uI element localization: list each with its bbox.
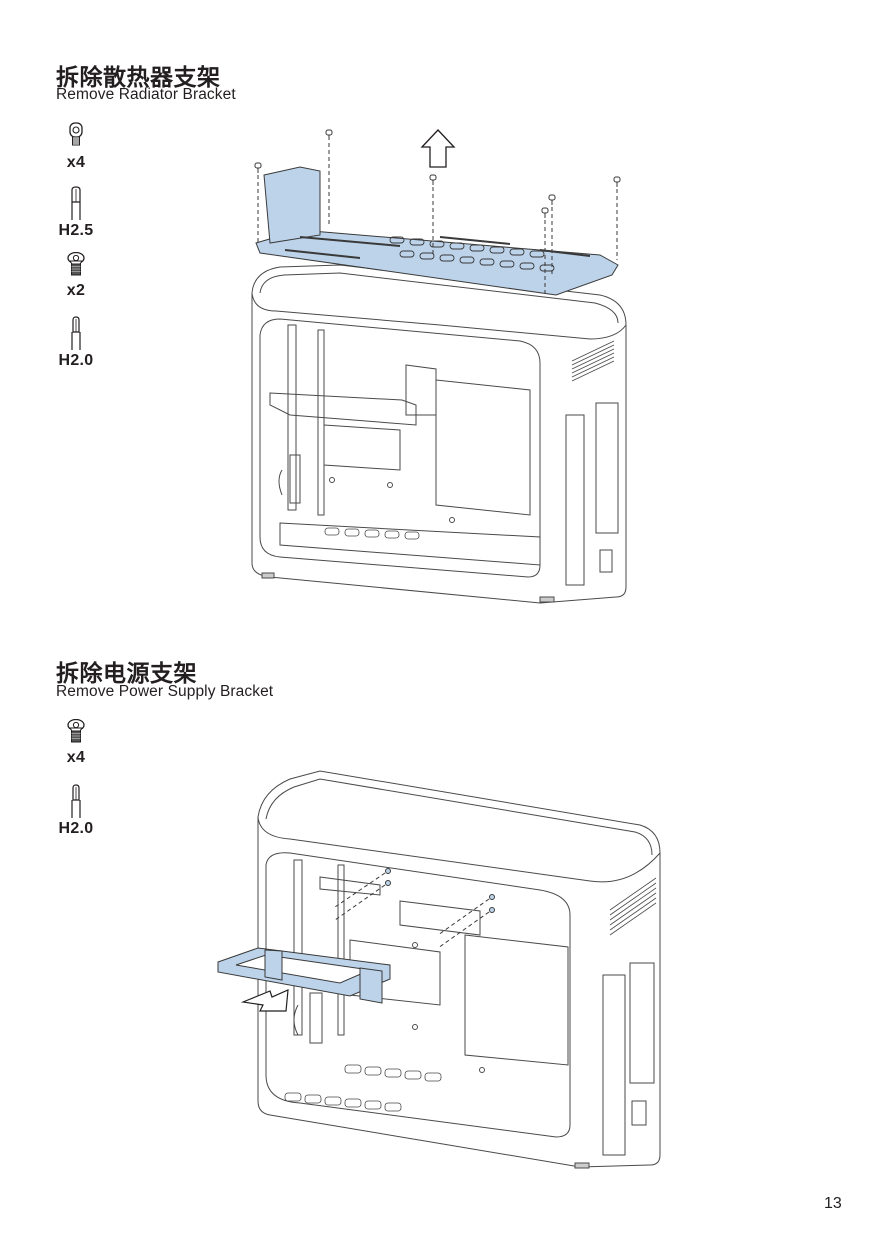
screw-icon: [437, 907, 495, 949]
screw-icon: [548, 194, 556, 275]
hex-key-icon: [71, 316, 81, 350]
tool-label: x4: [66, 154, 86, 171]
screw-icon: [334, 880, 391, 921]
side-vents: [571, 340, 615, 382]
case-top-rim: [259, 272, 619, 324]
tool-hex-key-h20-psu: H2.0: [56, 784, 96, 838]
side-panel-slot-2: [595, 402, 619, 534]
radiator-bracket: [255, 166, 619, 296]
screw-icon: [541, 207, 549, 293]
tool-label: x2: [66, 282, 86, 299]
screw-icon: [437, 894, 495, 936]
case-front-opening: [265, 852, 571, 1138]
screws: [254, 129, 621, 293]
socket-cap-screw-icon: [69, 122, 83, 146]
hex-key-icon: [71, 784, 81, 818]
tool-label: x4: [66, 749, 86, 766]
case-top-rim: [265, 778, 653, 856]
tool-screw-x4: x4: [56, 122, 96, 172]
page-number: 13: [824, 1195, 842, 1212]
section-1-title-cn: 拆除散热器支架: [56, 65, 221, 91]
bottom-tray-slots: [324, 527, 420, 540]
flat-head-screw-icon: [67, 719, 85, 743]
screw-icon: [429, 174, 437, 255]
case-outline: [251, 264, 627, 604]
power-inlet: [599, 549, 613, 573]
radiator-bracket-illustration: [251, 129, 627, 604]
up-arrow-icon: [420, 129, 456, 168]
bottom-tray-slots: [284, 1064, 442, 1112]
tool-label: H2.5: [58, 222, 94, 239]
tool-label: H2.0: [58, 352, 94, 369]
screw-icon: [613, 176, 621, 260]
side-vents: [609, 877, 657, 936]
case-inner-top: [251, 292, 627, 340]
section-1-title-en: Remove Radiator Bracket: [56, 86, 236, 103]
psu-bracket-frame: [269, 392, 417, 426]
tool-screw-x4-psu: x4: [56, 719, 96, 767]
section-2-title-en: Remove Power Supply Bracket: [56, 683, 274, 700]
side-panel-slot: [565, 414, 585, 586]
hex-key-icon: [71, 186, 81, 220]
case-inner-top: [257, 816, 661, 883]
screw-icon: [325, 129, 333, 225]
psu-bracket: [217, 947, 391, 1004]
screw-icon: [334, 868, 391, 908]
screws: [334, 868, 495, 949]
tool-screw-x2: x2: [56, 252, 96, 300]
power-inlet: [631, 1100, 647, 1126]
tool-hex-key-h25: H2.5: [56, 186, 96, 240]
case-outline: [257, 770, 661, 1168]
flat-head-screw-icon: [67, 252, 85, 276]
psu-bracket-illustration: [217, 770, 661, 1169]
tool-hex-key-h20: H2.0: [56, 316, 96, 370]
section-2-title-cn: 拆除电源支架: [56, 661, 197, 687]
pull-arrow-icon: [240, 989, 289, 1012]
tool-label: H2.0: [58, 820, 94, 837]
screw-icon: [254, 162, 262, 243]
